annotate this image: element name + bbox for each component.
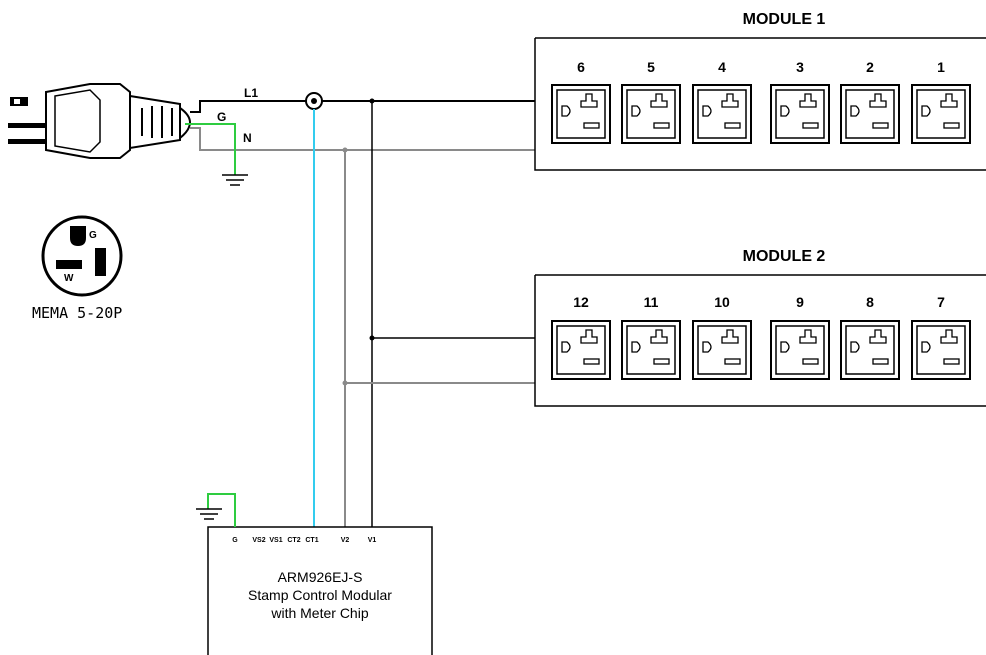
nema-plug-symbol: G W [41,215,123,297]
outlet-number-label: 1 [937,59,945,75]
line-wire-l1 [190,100,535,113]
current-transformer-icon [305,92,323,110]
outlet-number-label: 3 [796,59,804,75]
junction-dot [369,98,375,104]
outlet: 4 [692,59,752,144]
pin-g-label: G [89,230,97,241]
outlet-number-label: 10 [714,294,730,310]
outlet: 10 [692,294,752,380]
outlet-number-label: 5 [647,59,655,75]
outlet: 11 [621,294,681,380]
controller-pin-g: G [232,537,238,544]
module-2: MODULE 2 12 11 10 9 8 7 [534,248,986,407]
outlet: 2 [840,59,900,144]
controller-pin-ct1: CT1 [305,537,318,544]
wire-label-n: N [243,131,252,145]
neutral-wire-n [190,127,535,151]
module-2-title: MODULE 2 [743,248,826,265]
outlet-number-label: 11 [644,294,659,310]
power-plug [8,83,191,159]
controller-pin-v1: V1 [368,537,377,544]
controller-pin-vs2: VS2 [252,537,265,544]
plug-name-label: MEMA 5-20P [32,304,122,322]
outlet: 9 [770,294,830,380]
pin-w-label: W [64,273,74,284]
outlet: 12 [551,294,611,380]
controller-subtitle-2: with Meter Chip [270,605,368,621]
outlet-number-label: 2 [866,59,874,75]
wire-label-g: G [217,110,226,124]
ground-wire-g [185,123,248,186]
outlet-number-label: 7 [937,294,945,310]
outlet-number-label: 6 [577,59,585,75]
junction-dot [342,147,348,153]
outlet-number-label: 8 [866,294,874,310]
outlet-number-label: 9 [796,294,804,310]
controller-module: G VS2 VS1 CT2 CT1 V2 V1 ARM926EJ-S Stamp… [196,493,433,655]
wire-label-l1: L1 [244,86,258,100]
outlet: 6 [551,59,611,144]
module-1: MODULE 1 6 5 4 3 2 1 [534,11,986,171]
controller-pin-v2: V2 [341,537,350,544]
outlet: 3 [770,59,830,144]
controller-pin-vs1: VS1 [269,537,282,544]
outlet-number-label: 12 [573,294,589,310]
outlet: 1 [911,59,971,144]
controller-pin-ct2: CT2 [287,537,300,544]
module-1-title: MODULE 1 [743,11,826,28]
outlet: 7 [911,294,971,380]
controller-subtitle: Stamp Control Modular [248,587,392,603]
outlet: 8 [840,294,900,380]
controller-title: ARM926EJ-S [278,569,363,585]
outlet: 5 [621,59,681,144]
outlet-number-label: 4 [718,59,726,75]
